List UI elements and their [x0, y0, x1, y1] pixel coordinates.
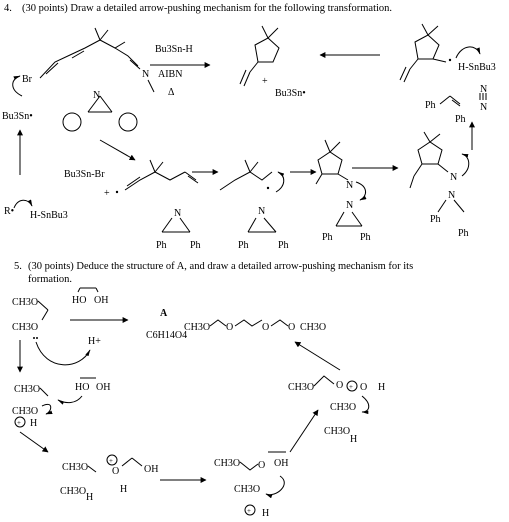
int1-n: N — [174, 208, 181, 219]
int4-n1: N — [450, 172, 457, 183]
int4-ph1: Ph — [430, 214, 441, 225]
reagent-heat: Δ — [168, 87, 175, 98]
s4-oh: O — [360, 382, 367, 393]
product-a-label: A — [160, 308, 168, 319]
s2-oh: OH — [144, 464, 158, 475]
bu3sn-radical-left: Bu3Sn• — [2, 111, 33, 122]
s4-o: O — [336, 380, 343, 391]
n2-label-b: N — [480, 102, 487, 113]
s3-o1: O — [258, 460, 265, 471]
s3-ch3o: CH3O — [214, 458, 240, 469]
s2-plus: + — [109, 457, 113, 465]
r-radical: R• — [4, 206, 14, 217]
product-a-formula: C6H14O4 — [146, 330, 187, 341]
reagent-bu3snh: Bu3Sn-H — [155, 44, 193, 55]
intermediate-4: N N Ph Ph — [409, 131, 470, 239]
sm-br: Br — [22, 74, 33, 85]
q5-arrow-up — [289, 409, 319, 453]
intermediate-1: N Ph Ph — [124, 159, 201, 251]
s1-plus: + — [17, 419, 21, 427]
bu3sn-br-label: Bu3Sn-Br — [64, 169, 105, 180]
q5-prompt-line2: formation. — [28, 274, 72, 285]
int3-ph1: Ph — [322, 232, 333, 243]
s1-ch3o-2: CH3O — [12, 406, 38, 417]
cyclopentylmethyl-radical — [399, 23, 481, 83]
s4-ch3oh: CH3O — [324, 426, 350, 437]
intermediate-3: N N Ph Ph — [315, 139, 371, 243]
s3-plus: + — [247, 507, 251, 515]
sm-n1: N — [142, 69, 149, 80]
q5-arrow-to-product — [294, 341, 341, 371]
stilbene-ph1: Ph — [425, 100, 436, 111]
sm-ch3o-1: CH3O — [12, 297, 38, 308]
q5-arrow-down-2 — [19, 431, 49, 453]
s1-diol-oh: OH — [96, 382, 110, 393]
intermediate-2: N Ph Ph — [219, 159, 289, 251]
s2-h2: H — [86, 492, 93, 503]
h-snbu3-bottom: H-SnBu3 — [30, 210, 68, 221]
sm-ch3o-2: CH3O — [12, 322, 38, 333]
reagent-aibn: AIBN — [158, 69, 182, 80]
s1-h: H — [30, 418, 37, 429]
h-plus: H+ — [88, 336, 101, 347]
int3-n1: N — [346, 180, 353, 191]
stilbene-ph2: Ph — [455, 114, 466, 125]
s4-ch3o: CH3O — [288, 382, 314, 393]
pa-o2: O — [262, 322, 269, 333]
pa-o3: O — [288, 322, 295, 333]
stilbene-and-n2: Ph Ph N N — [425, 84, 487, 125]
int4-ph2: Ph — [458, 228, 469, 239]
s4-plus: + — [349, 383, 353, 391]
q5-prompt-line1: (30 points) Deduce the structure of A, a… — [28, 261, 413, 272]
s2-o: O — [112, 466, 119, 477]
s2-ch3o-h: CH3O — [60, 486, 86, 497]
int1-ph2: Ph — [190, 240, 201, 251]
s4-ch3o2: CH3O — [330, 402, 356, 413]
int3-n2: N — [346, 200, 353, 211]
product-bu3sn-radical: Bu3Sn• — [275, 88, 306, 99]
s1-diol-ho: HO — [75, 382, 89, 393]
s1-ch3o-1: CH3O — [14, 384, 40, 395]
q4-prompt: (30 points) Draw a detailed arrow-pushin… — [22, 3, 392, 14]
diol-ho: HO — [72, 295, 86, 306]
pa-ch3o: CH3O — [184, 322, 210, 333]
int2-ph1: Ph — [238, 240, 249, 251]
s3-h: H — [262, 508, 269, 519]
product-plus: + — [262, 76, 268, 87]
int2-n: N — [258, 206, 265, 217]
arrow-to-bu3snbr — [99, 139, 136, 161]
diol-oh: OH — [94, 295, 108, 306]
s3-ch3o2: CH3O — [234, 484, 260, 495]
product-a-structure: CH3O O O O CH3O — [184, 319, 326, 333]
int4-n2: N — [448, 190, 455, 201]
q4-number: 4. — [4, 3, 12, 14]
q5-number: 5. — [14, 261, 22, 272]
int2-ph2: Ph — [278, 240, 289, 251]
s4-h: H — [378, 382, 385, 393]
h-snbu3-top: H-SnBu3 — [458, 62, 496, 73]
int3-ph2: Ph — [360, 232, 371, 243]
plus-radical: + — [104, 188, 110, 199]
product-cyclopentane — [239, 25, 280, 87]
sm-n2: N — [93, 90, 100, 101]
pa-o1: O — [226, 322, 233, 333]
pa-ch3: CH3O — [300, 322, 326, 333]
int1-ph1: Ph — [156, 240, 167, 251]
s3-oh: OH — [274, 458, 288, 469]
s2-h: H — [120, 484, 127, 495]
starting-material: N N Br — [12, 27, 155, 132]
s2-ch3o: CH3O — [62, 462, 88, 473]
s4-h2: H — [350, 434, 357, 445]
n2-label-a: N — [480, 84, 487, 95]
